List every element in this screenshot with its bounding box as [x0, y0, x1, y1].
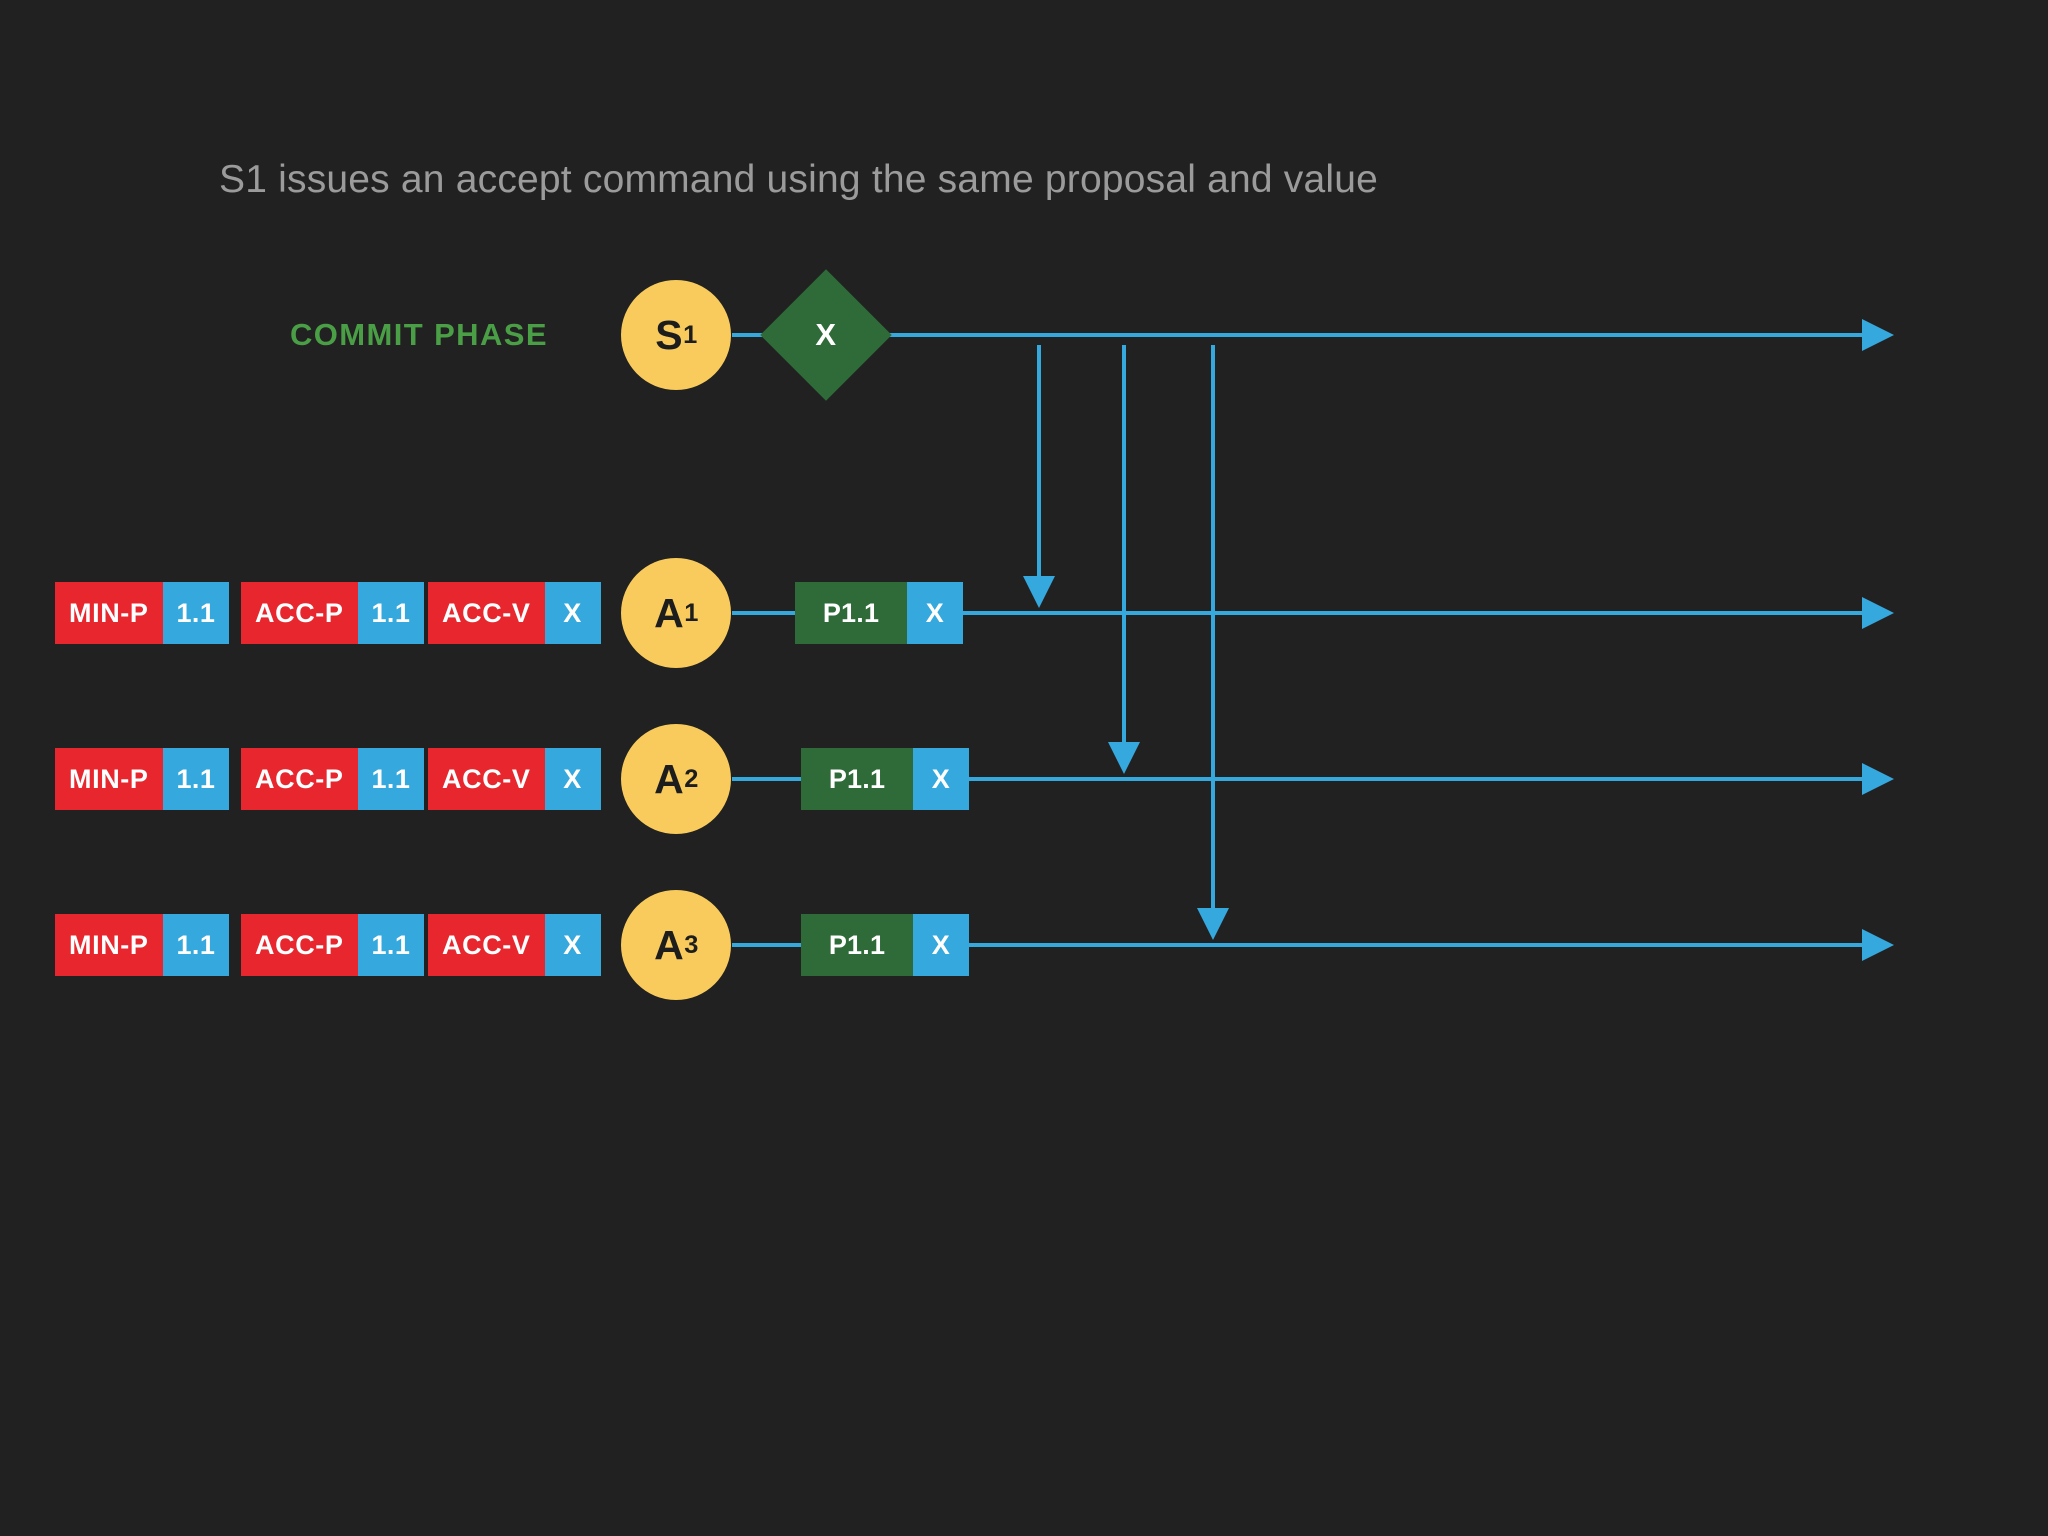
accepted-proposal-value: X: [907, 582, 963, 644]
accepted-proposal-value: X: [913, 748, 969, 810]
accepted-proposal-number: P1.1: [801, 748, 913, 810]
state-pill-key: MIN-P: [55, 582, 163, 644]
state-pill-value: 1.1: [162, 748, 230, 810]
state-pill-value: 1.1: [357, 582, 425, 644]
state-pill-key: ACC-P: [241, 748, 358, 810]
state-pill-value: X: [544, 914, 601, 976]
node-s1-label: S: [655, 311, 683, 358]
state-pill-value: 1.1: [162, 914, 230, 976]
phase-label: COMMIT PHASE: [290, 317, 548, 352]
state-pill-key: ACC-P: [241, 582, 358, 644]
state-pill-key: ACC-V: [428, 914, 545, 976]
state-pill-key: ACC-P: [241, 914, 358, 976]
state-pill-key: MIN-P: [55, 748, 163, 810]
state-pill-key: ACC-V: [428, 582, 545, 644]
accepted-proposal-number: P1.1: [795, 582, 907, 644]
accepted-proposal-number: P1.1: [801, 914, 913, 976]
commit-value-label: X: [815, 317, 837, 352]
node-a1-label: A: [654, 589, 684, 636]
state-pill-value: 1.1: [357, 914, 425, 976]
page-title: S1 issues an accept command using the sa…: [219, 158, 1379, 201]
accepted-proposal-value: X: [913, 914, 969, 976]
node-a2-label: A: [654, 755, 684, 802]
state-pill-value: 1.1: [162, 582, 230, 644]
state-pill-key: MIN-P: [55, 914, 163, 976]
node-a3-label: A: [654, 921, 684, 968]
state-pill-value: 1.1: [357, 748, 425, 810]
state-pill-value: X: [544, 582, 601, 644]
state-pill-value: X: [544, 748, 601, 810]
state-pill-key: ACC-V: [428, 748, 545, 810]
